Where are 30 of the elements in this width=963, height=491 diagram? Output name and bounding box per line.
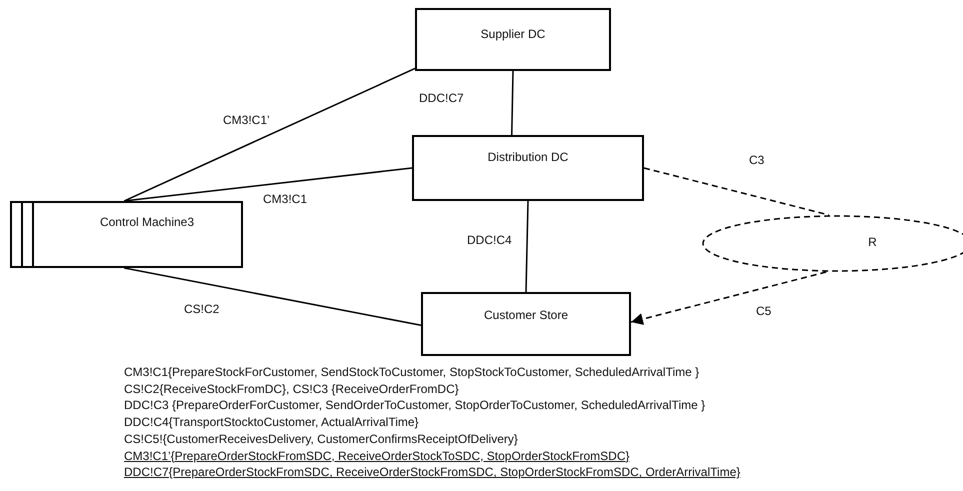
channel-definition: CM3!C1{PrepareStockForCustomer, SendStockToCustomer, StopStockToCustomer, ScheduledArrivalTime } (124, 365, 700, 379)
edge-label: DDC!C7 (418, 91, 465, 105)
channel-definition: CM3!C1’{PrepareOrderStockFromSDC, ReceiveOrderStockToSDC, StopOrderStockFromSDC} (124, 448, 630, 462)
node-label: Customer Store (482, 308, 570, 322)
connector-line (124, 167, 412, 202)
process-box (421, 292, 631, 356)
arrow (630, 271, 826, 325)
node-label: Distribution DC (486, 150, 570, 164)
channel-definition: DDC!C3 {PrepareOrderForCustomer, SendOrderToCustomer, StopOrderToCustomer, ScheduledArrivalTime } (124, 398, 706, 412)
process-box (10, 201, 243, 268)
edge-label: C3 (748, 153, 766, 167)
edge-label: C5 (755, 304, 772, 318)
channel-definition: CS!C2{ReceiveStockFromDC}, CS!C3 {ReceiveOrderFromDC} (124, 382, 459, 396)
process-box (412, 135, 644, 201)
channel-definition: CS!C5!{CustomerReceivesDelivery, CustomerConfirmsReceiptOfDelivery} (124, 432, 518, 446)
edge-label: CM3!C1 (262, 192, 308, 206)
edge-label: CM3!C1’ (222, 113, 271, 127)
connector-line (124, 267, 422, 326)
connector-line (525, 200, 529, 292)
connector-line (124, 68, 416, 202)
node-label: R (867, 235, 878, 249)
edge-label: CS!C2 (183, 302, 220, 316)
node-label: Supplier DC (480, 27, 546, 41)
node-label: Control Machine3 (98, 215, 196, 229)
channel-definition: DDC!C7{PrepareOrderStockFromSDC, ReceiveOrderStockFromSDC, StopOrderStockFromSDC, OrderArrivalTime} (124, 465, 740, 480)
process-box (415, 8, 611, 71)
connector-line (511, 70, 514, 136)
edge-label: DDC!C4 (466, 233, 513, 247)
channel-definition: DDC!C4{TransportStocktoCustomer, ActualArrivalTime} (124, 415, 419, 430)
connector-line (644, 167, 830, 216)
